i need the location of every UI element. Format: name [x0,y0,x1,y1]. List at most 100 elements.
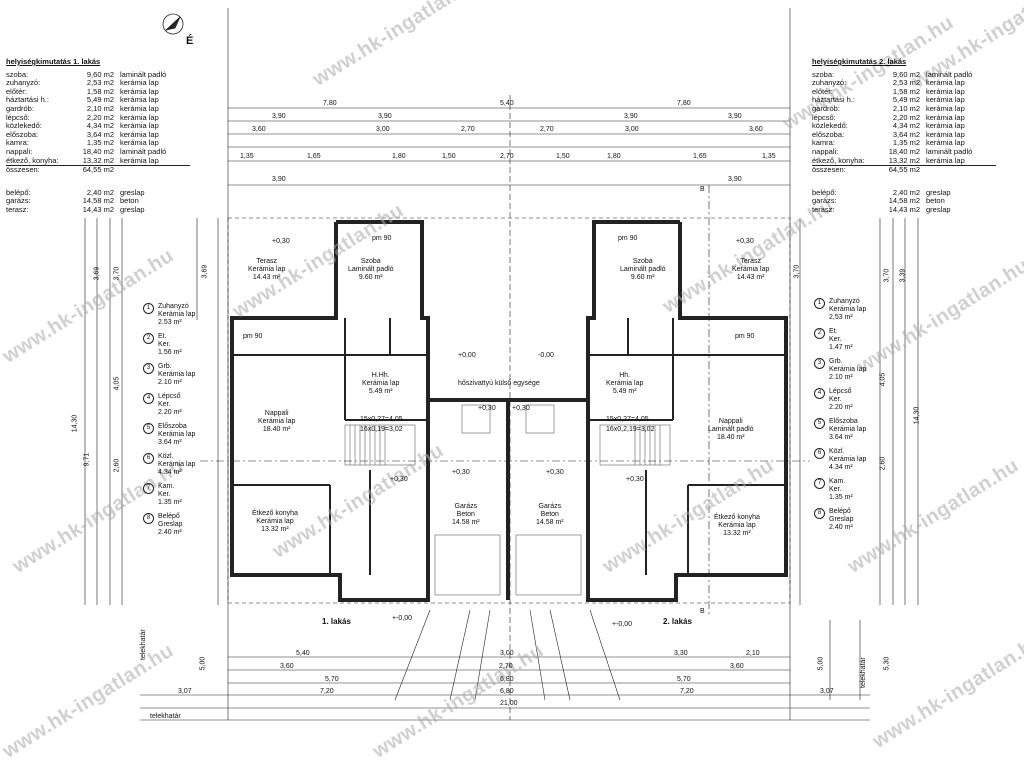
dimension-text: 3,90 [624,113,638,120]
dimension-text: 7,20 [320,688,334,695]
dimension-text: 1,65 [307,153,321,160]
dimension-text: 3,90 [728,113,742,120]
dimension-text: 3,60 [252,126,266,133]
dimension-text: 3,69 [201,264,209,279]
level-mark: -0,00 [538,352,554,359]
dimension-text: 4,05 [879,372,887,387]
property-line-label: telekhatár [860,657,867,688]
room-table-unit-1: helyiségkimutatás 1. lakás szoba:9,60 m2… [6,57,190,215]
level-mark: +0,30 [452,469,470,476]
dimension-text: 5,30 [883,656,891,671]
table-title: helyiségkimutatás 1. lakás [6,57,101,66]
dimension-text: 1,80 [392,153,406,160]
table-total-row: összesen:64,55 m2 [812,165,996,175]
dimension-text: 5,00 [199,656,207,671]
level-mark: +-0,00 [612,621,633,628]
window-mark: pm 90 [618,235,638,242]
dimension-text: 3,69 [93,266,101,281]
stair-label: 16x0,19=3,02 [360,426,403,433]
dimension-text: 5,40 [500,100,514,107]
level-mark: +0,30 [390,476,408,483]
dimension-text: 5,70 [677,676,691,683]
dimension-text: 3,70 [113,266,121,281]
property-line-label: telekhatár [150,713,181,720]
window-mark: pm 90 [735,333,755,340]
dimension-text: 3,07 [178,688,192,695]
dimension-text: 3,70 [883,268,891,283]
stair-label: 15x0,27=4,05 [606,416,649,423]
dimension-text: 3,00 [625,126,639,133]
dimension-text: 3,90 [272,113,286,120]
north-arrow-icon [162,13,184,35]
level-mark: +-0,00 [392,615,413,622]
dimension-text: 3,60 [730,663,744,670]
table-total-row: összesen:64,55 m2 [6,165,190,175]
dimension-text: 3,90 [272,176,286,183]
level-mark: +0,30 [546,469,564,476]
unit-1-label: 1. lakás [322,617,351,626]
dimension-text: 3,00 [376,126,390,133]
level-mark: +0,30 [736,238,754,245]
section-marker: B [700,608,705,615]
level-mark: +0,30 [512,405,530,412]
window-mark: pm 90 [372,235,392,242]
dimension-text: 7,80 [323,100,337,107]
dimension-text: 5,70 [325,676,339,683]
dimension-text: 1,35 [240,153,254,160]
dimension-text: 14,30 [913,406,921,425]
dimension-text: 3,60 [280,663,294,670]
dimension-text: 1,65 [693,153,707,160]
table-title: helyiségkimutatás 2. lakás [812,57,907,66]
dimension-text: 1,50 [556,153,570,160]
level-mark: +0,00 [458,352,476,359]
dimension-text: 2,10 [746,650,760,657]
dimension-text: 1,35 [762,153,776,160]
dimension-text: 5,00 [817,656,825,671]
dimension-text: 3,70 [793,264,801,279]
section-marker: B [700,186,705,193]
room-table-unit-2: helyiségkimutatás 2. lakás szoba:9,60 m2… [812,57,996,215]
window-mark: pm 90 [243,333,263,340]
level-mark: +0,30 [478,405,496,412]
